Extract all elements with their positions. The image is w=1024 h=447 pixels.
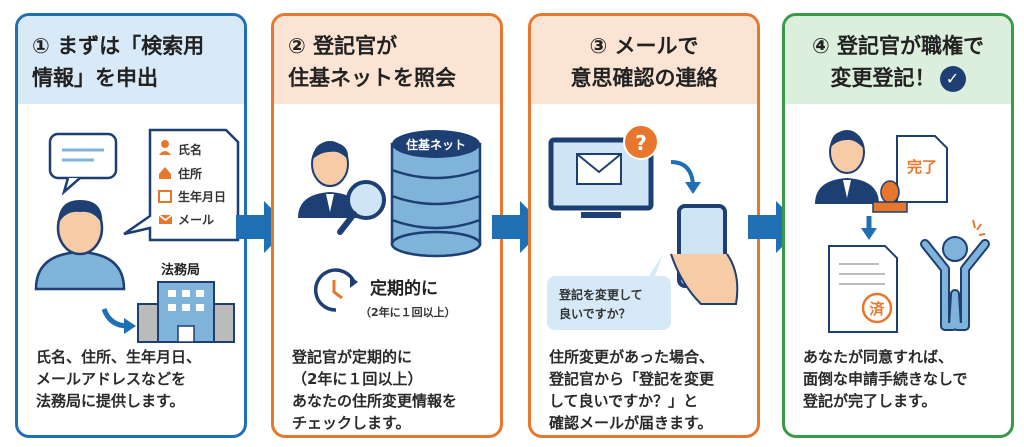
step-3-description: 住所変更があった場合、 登記官から「登記を変更 して良いですか？」と 確認メール… bbox=[549, 348, 715, 432]
info-card: 氏名 住所 生年月日 メール bbox=[123, 128, 240, 242]
step-4-description: あなたが同意すれば、 面倒な申請手続きなしで 登記が完了します。 bbox=[803, 348, 968, 410]
step-2-panel: ② 登記官が 住基ネットを照会 住基ネット 定期的に （2年に１回以上） 登記官… bbox=[271, 13, 503, 438]
step-1-panel: ① まずは「検索用 情報」を申出 氏名 住所 生年月日 メール 法務局 bbox=[15, 13, 247, 438]
certificate-icon: 済 bbox=[828, 245, 898, 333]
smartphone-icon bbox=[670, 204, 739, 305]
step-1-header: ① まずは「検索用 情報」を申出 bbox=[18, 16, 244, 104]
celebrating-person-icon bbox=[920, 219, 990, 331]
curved-arrow-icon bbox=[670, 160, 695, 185]
label-email: メール bbox=[178, 213, 214, 227]
step-3-panel: ③ メールで 意思確認の連絡 ? 登記を変更して 良いですか？ 住所変更があった… bbox=[528, 13, 760, 438]
step-1-description: 氏名、住所、生年月日、 メールアドレスなどを 法務局に提供します。 bbox=[36, 348, 202, 410]
calendar-icon bbox=[158, 190, 172, 203]
home-icon bbox=[159, 167, 171, 179]
step-3-illustration: ? 登記を変更して 良いですか？ bbox=[547, 124, 739, 330]
step-4-header: ④ 登記官が職権で 変更登記！✓ bbox=[785, 16, 1011, 104]
step-1-title: ① まずは「検索用 情報」を申出 bbox=[32, 34, 205, 90]
step-4-panel: ④ 登記官が職権で 変更登記！✓ 完了 済 bbox=[782, 13, 1014, 438]
label-name: 氏名 bbox=[178, 142, 202, 157]
database-icon: 住基ネット bbox=[390, 130, 482, 258]
question-bubble-icon: ? bbox=[623, 124, 659, 160]
check-circle-icon: ✓ bbox=[939, 66, 966, 92]
confirmation-bubble: 登記を変更して 良いですか？ bbox=[547, 254, 671, 330]
svg-text:良いですか？: 良いですか？ bbox=[559, 306, 631, 321]
frequency-note: （2年に１回以上） bbox=[360, 305, 456, 319]
stamp-icon bbox=[872, 180, 908, 213]
step-3-title: ③ メールで 意思確認の連絡 bbox=[570, 34, 718, 90]
database-label: 住基ネット bbox=[406, 137, 466, 152]
label-birthdate: 生年月日 bbox=[178, 189, 226, 204]
clock-cycle-icon bbox=[313, 268, 358, 312]
svg-text:登記を変更して: 登記を変更して bbox=[558, 287, 643, 302]
frequency-label: 定期的に bbox=[370, 278, 438, 299]
monitor-icon bbox=[548, 137, 654, 218]
user-icon bbox=[161, 140, 169, 148]
magnifier-icon bbox=[337, 180, 386, 235]
svg-text:?: ? bbox=[635, 131, 647, 155]
step-2-illustration: 住基ネット 定期的に （2年に１回以上） bbox=[298, 130, 482, 319]
step-4-illustration: 完了 済 bbox=[815, 130, 990, 333]
step-4-title: ④ 登記官が職権で 変更登記！✓ bbox=[811, 34, 985, 92]
label-address: 住所 bbox=[178, 166, 202, 181]
person-icon bbox=[34, 200, 126, 291]
officer-icon bbox=[298, 141, 362, 218]
speech-bubble-icon bbox=[48, 132, 118, 196]
step-1-illustration: 氏名 住所 生年月日 メール 法務局 bbox=[34, 128, 240, 343]
step-2-header: ② 登記官が 住基ネットを照会 bbox=[274, 16, 500, 104]
step-2-title: ② 登記官が 住基ネットを照会 bbox=[288, 34, 456, 90]
document-done-icon: 完了 bbox=[896, 135, 948, 203]
step-2-description: 登記官が定期的に （2年に１回以上） あなたの住所変更情報を チェックします。 bbox=[292, 348, 458, 432]
svg-text:済: 済 bbox=[869, 300, 885, 318]
svg-text:完了: 完了 bbox=[907, 158, 937, 176]
step-3-header: ③ メールで 意思確認の連絡 bbox=[531, 16, 757, 104]
officer-icon bbox=[815, 130, 879, 204]
building-icon bbox=[137, 281, 235, 343]
legal-bureau-label: 法務局 bbox=[161, 262, 200, 278]
